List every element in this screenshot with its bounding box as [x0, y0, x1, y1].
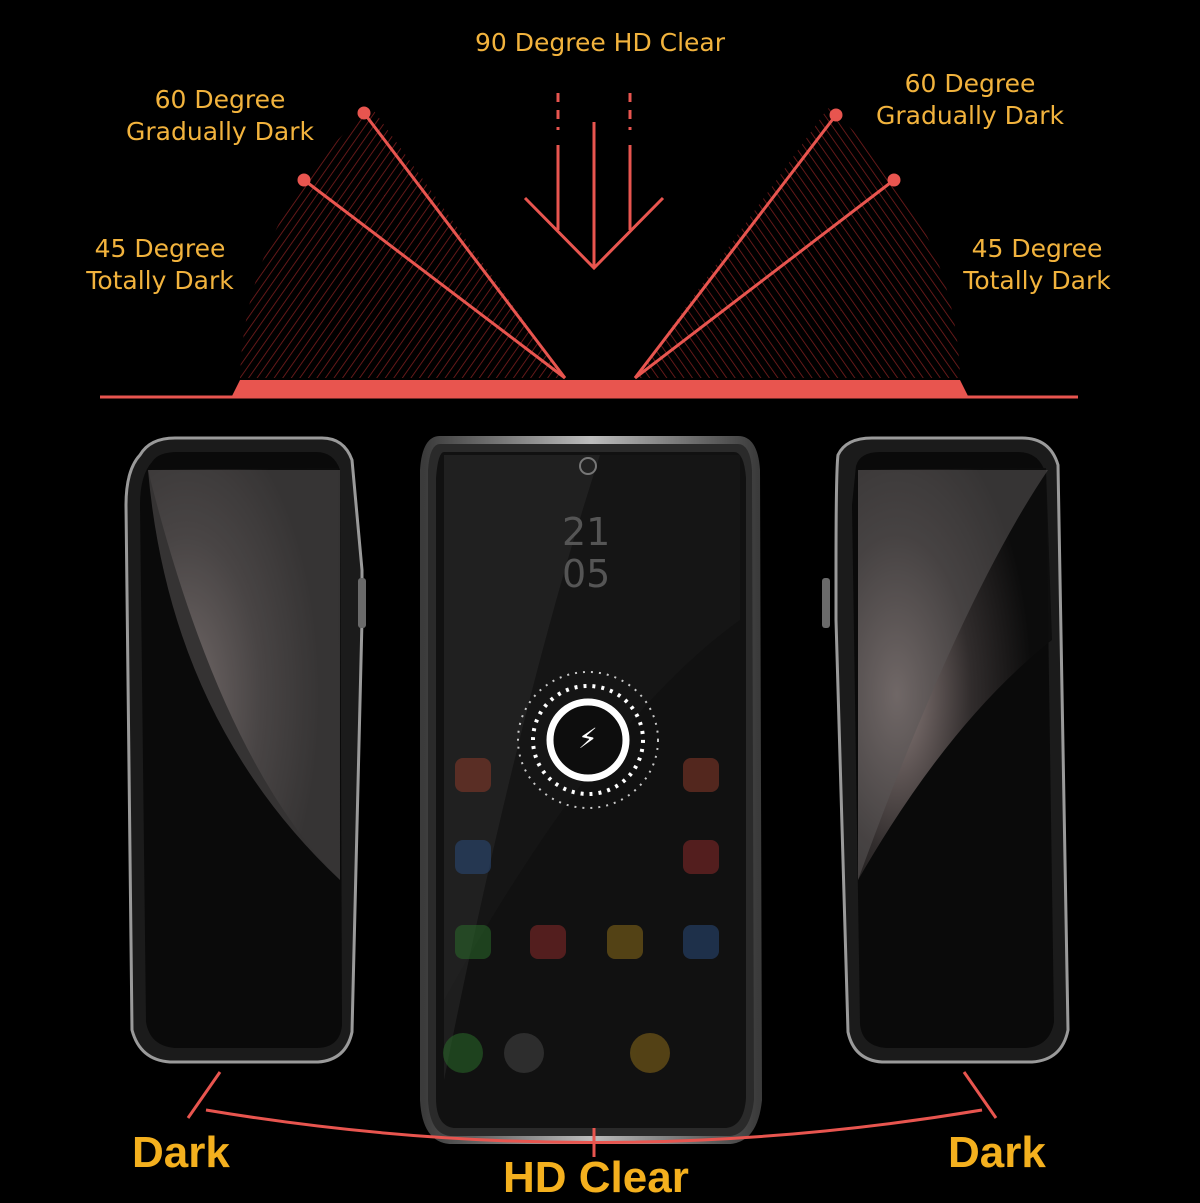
label-45-degree-right: 45 Degree Totally Dark	[932, 233, 1142, 297]
label-45-degree-left: 45 Degree Totally Dark	[55, 233, 265, 297]
label-45-right-line2: Totally Dark	[963, 266, 1111, 295]
label-60-left-line1: 60 Degree	[154, 85, 286, 114]
label-dark-right: Dark	[948, 1128, 1046, 1177]
center-phone	[420, 436, 763, 1144]
hatched-fan	[240, 108, 960, 378]
label-45-left-line1: 45 Degree	[94, 234, 226, 263]
lightning-bolt-icon: ⚡	[578, 722, 598, 755]
left-phone	[124, 436, 366, 1064]
label-hd-clear: HD Clear	[503, 1153, 689, 1202]
label-60-degree-right: 60 Degree Gradually Dark	[850, 68, 1090, 132]
label-dark-left: Dark	[132, 1128, 230, 1177]
label-45-left-line2: Totally Dark	[86, 266, 234, 295]
front-camera-icon	[579, 457, 597, 475]
angle-rays	[297, 106, 901, 380]
clock-hour: 21	[562, 510, 611, 554]
label-60-left-line2: Gradually Dark	[126, 117, 314, 146]
label-90-degree: 90 Degree HD Clear	[474, 28, 726, 57]
label-45-right-line1: 45 Degree	[971, 234, 1103, 263]
down-arrow-icon	[523, 93, 665, 271]
screen-base-plate	[232, 380, 968, 396]
label-60-right-line2: Gradually Dark	[876, 101, 1064, 130]
right-phone	[822, 436, 1070, 1064]
label-60-degree-left: 60 Degree Gradually Dark	[100, 84, 340, 148]
clock-minute: 05	[562, 552, 611, 596]
bottom-arc	[186, 1071, 998, 1157]
label-60-right-line1: 60 Degree	[904, 69, 1036, 98]
